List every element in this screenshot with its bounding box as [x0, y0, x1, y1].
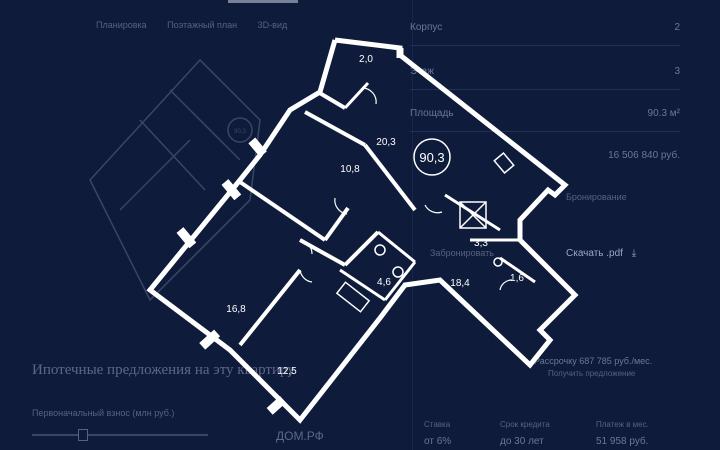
- spec-divider: [410, 44, 680, 46]
- room-area-label: 3,3: [474, 238, 488, 249]
- tab-3d[interactable]: 3D-вид: [257, 20, 288, 30]
- bedroom-divider: [238, 268, 302, 347]
- book-link[interactable]: Забронировать: [430, 248, 494, 258]
- room-area-label: 1,6: [510, 273, 524, 284]
- term-value: до 30 лет: [500, 436, 544, 447]
- spec-value-floor: 3: [674, 66, 680, 77]
- sink: [493, 257, 503, 267]
- window: [176, 227, 197, 249]
- term-label: Срок кредита: [500, 420, 550, 429]
- window: [248, 137, 267, 158]
- ghost-area-label: 90,3: [234, 129, 246, 135]
- installment-text[interactable]: Рассрочку 687 785 руб./мес.: [534, 356, 653, 366]
- bathroom-wall: [343, 81, 370, 110]
- door-arc: [299, 239, 313, 255]
- wall-kitchen: [304, 110, 366, 147]
- ghost-wall: [119, 139, 191, 211]
- window: [266, 396, 287, 415]
- fixtures: [335, 151, 515, 313]
- ghost-floor-plan: [89, 58, 261, 302]
- room-area-label: 16,8: [226, 304, 246, 315]
- ghost-wall: [139, 119, 206, 191]
- panel-divider: [412, 0, 413, 450]
- room-area-label: 10,8: [340, 164, 360, 175]
- elevator-shaft-cross: [459, 201, 487, 229]
- ghost-wall: [169, 89, 241, 161]
- apartment-walls: [146, 37, 579, 424]
- bank-name: ДОМ.РФ: [276, 429, 324, 443]
- download-icon: ⤓: [631, 248, 637, 259]
- slider-handle[interactable]: [78, 429, 88, 441]
- hall-wall: [444, 193, 501, 232]
- door-arc: [424, 204, 443, 214]
- corridor-wall: [343, 230, 380, 267]
- download-label: Скачать .pdf: [566, 248, 623, 259]
- booking-label: Бронирование: [566, 192, 627, 202]
- spec-divider: [410, 88, 680, 90]
- elevator-shaft: [459, 201, 487, 229]
- stove: [493, 151, 515, 175]
- room-area-label: 12,5: [277, 366, 297, 377]
- corridor-wall: [299, 238, 346, 267]
- wardrobe-wall: [499, 256, 536, 284]
- wc-wall: [383, 261, 417, 301]
- rate-value: от 6%: [424, 436, 452, 447]
- total-area-circle: [413, 138, 451, 176]
- spec-value-area: 90.3 м²: [647, 108, 680, 119]
- payment-value: 51 958 руб.: [596, 436, 649, 447]
- room-area-label: 2,0: [359, 54, 373, 65]
- mortgage-title: Ипотечные предложения на эту квартиру: [32, 362, 295, 378]
- doors: [299, 87, 513, 291]
- spec-value-building: 2: [674, 22, 680, 33]
- room-area-label: 18,4: [450, 278, 470, 289]
- initial-payment-slider[interactable]: [32, 434, 208, 436]
- spec-divider: [410, 130, 680, 132]
- window: [221, 179, 242, 201]
- windows: [176, 137, 287, 415]
- room-area-label: 4,6: [377, 277, 391, 288]
- toilet: [392, 266, 404, 278]
- bathroom-wall: [316, 90, 347, 110]
- wc-wall: [377, 230, 416, 264]
- outer-wall: [146, 37, 579, 424]
- download-pdf-button[interactable]: Скачать .pdf ⤓: [566, 248, 636, 259]
- sink: [374, 244, 386, 256]
- installment-offer-link[interactable]: Получить предложение: [548, 369, 636, 378]
- spec-label-area: Площадь: [410, 108, 454, 119]
- ghost-area-circle: [227, 117, 253, 143]
- bathtub: [335, 281, 371, 313]
- door-arc: [334, 197, 348, 215]
- room-area-label: 20,3: [376, 137, 396, 148]
- rate-label: Ставка: [424, 420, 451, 429]
- active-tab-indicator: [228, 0, 298, 3]
- window: [199, 329, 221, 350]
- price-value: 16 506 840 руб.: [608, 150, 680, 161]
- wall-room-10-8: [238, 180, 327, 242]
- initial-payment-label: Первоначальный взнос (млн руб.): [32, 408, 175, 418]
- door-arc: [299, 269, 313, 283]
- tab-floor-plan[interactable]: Поэтажный план: [167, 20, 238, 30]
- door-arc: [499, 279, 513, 291]
- payment-label: Платеж в мес.: [596, 420, 649, 429]
- door-arc: [361, 87, 377, 105]
- bath-wall: [339, 268, 386, 302]
- wall-room-10-8: [323, 206, 350, 242]
- total-area-label: 90,3: [419, 150, 444, 165]
- spec-label-building: Корпус: [410, 22, 443, 33]
- wall-kitchen: [363, 143, 417, 212]
- view-tabs: Планировка Поэтажный план 3D-вид: [96, 20, 305, 30]
- tab-plan[interactable]: Планировка: [96, 20, 147, 30]
